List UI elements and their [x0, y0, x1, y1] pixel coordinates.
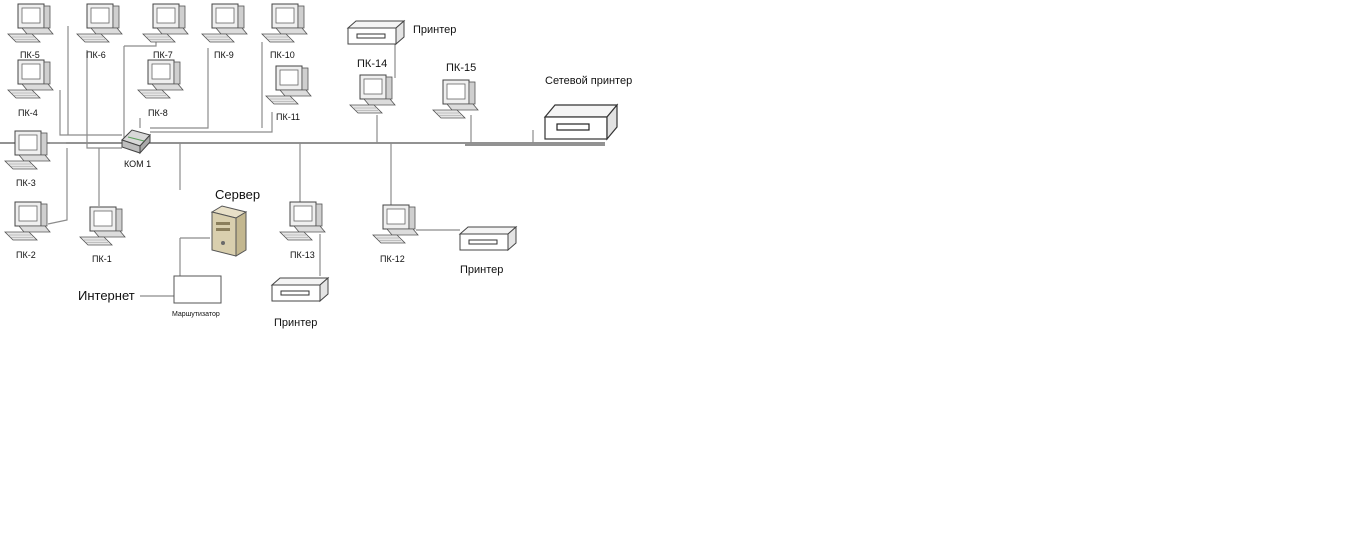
pc-2[interactable]: ПК-2 [4, 201, 51, 260]
printer-bottom[interactable]: Принтер [271, 277, 329, 329]
pc-label: ПК-9 [214, 50, 234, 60]
pc-11[interactable]: ПК-11 [265, 65, 312, 122]
pc-label: ПК-11 [276, 112, 300, 122]
pc-label: ПК-10 [270, 50, 295, 60]
pc-label: ПК-1 [92, 254, 112, 264]
pc-6[interactable]: ПК-6 [76, 3, 123, 60]
internet-label: Интернет [78, 288, 135, 303]
router-label: Маршутизатор [172, 311, 220, 318]
pc-label: ПК-14 [357, 58, 387, 70]
pc-label: ПК-4 [18, 108, 38, 118]
wires [0, 26, 605, 297]
server-label: Сервер [215, 187, 260, 202]
router[interactable]: Маршутизатор [172, 275, 222, 318]
pc-8[interactable]: ПК-8 [137, 59, 184, 118]
pc-1[interactable]: ПК-1 [79, 206, 126, 264]
printer-right[interactable]: Принтер [459, 226, 517, 276]
pc-4[interactable]: ПК-4 [7, 59, 54, 118]
pc-label: ПК-12 [380, 254, 405, 264]
pc-7[interactable]: ПК-7 [142, 3, 189, 60]
printer-label: Принтер [413, 24, 456, 36]
pc-9[interactable]: ПК-9 [201, 3, 248, 60]
pc-14[interactable]: ПК-14 [349, 58, 396, 114]
pc-10[interactable]: ПК-10 [261, 3, 308, 60]
pc-12[interactable]: ПК-12 [372, 204, 419, 264]
pc-13[interactable]: ПК-13 [279, 201, 326, 260]
pc-label: ПК-15 [446, 62, 476, 74]
pc-label: ПК-6 [86, 50, 106, 60]
printer-label: Принтер [274, 317, 317, 329]
pc-label: ПК-13 [290, 250, 315, 260]
printer-top[interactable]: Принтер [347, 20, 456, 45]
printer-label: Принтер [460, 264, 503, 276]
pc-3[interactable]: ПК-3 [4, 130, 51, 188]
server[interactable]: Сервер [210, 187, 260, 257]
network-printer[interactable]: Сетевой принтер [543, 75, 632, 141]
pc-5[interactable]: ПК-5 [7, 3, 54, 60]
pc-15[interactable]: ПК-15 [432, 62, 479, 119]
switch-kom1[interactable]: КОМ 1 [121, 129, 151, 169]
pc-label: ПК-7 [153, 50, 173, 60]
pc-label: ПК-3 [16, 178, 36, 188]
switch-label: КОМ 1 [124, 159, 151, 169]
network-printer-label: Сетевой принтер [545, 75, 632, 87]
pc-label: ПК-5 [20, 50, 40, 60]
pc-label: ПК-8 [148, 108, 168, 118]
pc-label: ПК-2 [16, 250, 36, 260]
